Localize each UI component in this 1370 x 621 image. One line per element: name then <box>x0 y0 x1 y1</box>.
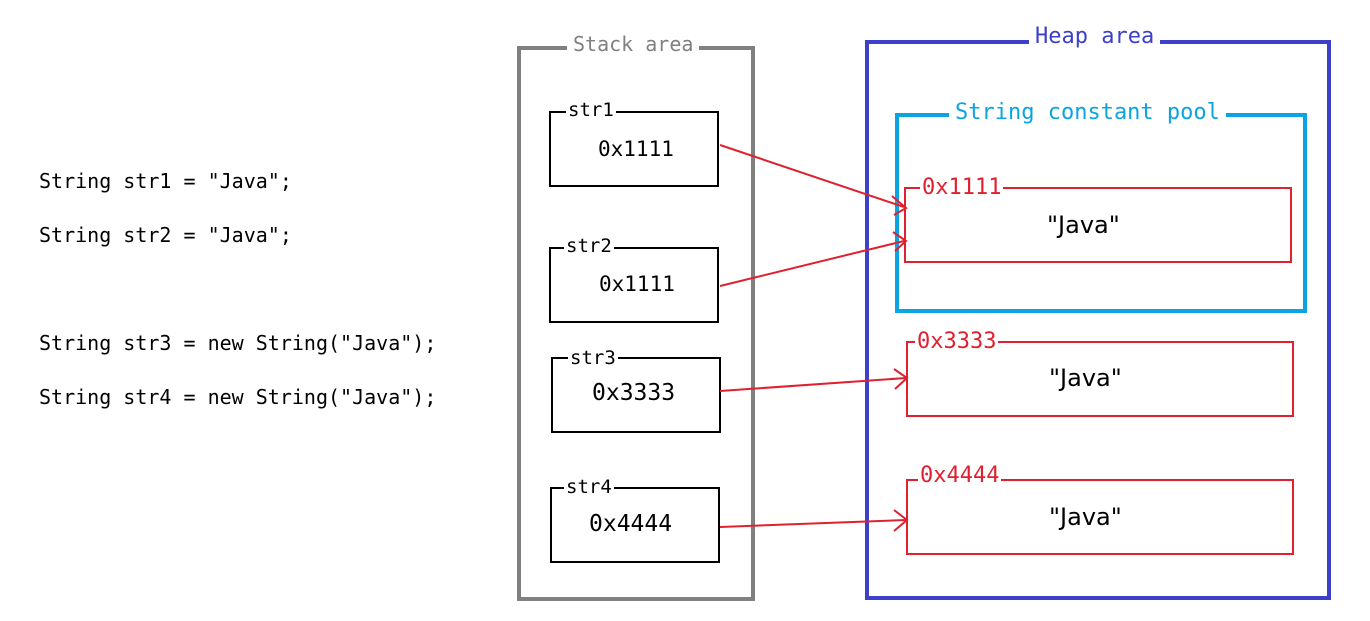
stack-var-str1-value: 0x1111 <box>598 137 674 161</box>
heap-object-0x1111-address: 0x1111 <box>920 175 1004 200</box>
stack-var-str1-label: str1 <box>566 99 616 121</box>
arrow-str2-head <box>892 231 908 252</box>
stack-var-str3-label: str3 <box>568 347 618 369</box>
code-line-str4: String str4 = new String("Java"); <box>39 385 437 409</box>
arrow-str3-head <box>893 368 909 390</box>
heap-area-title: Heap area <box>1029 26 1161 48</box>
arrow-str4-head <box>893 509 909 532</box>
stack-var-str3-box <box>551 357 721 433</box>
code-line-str1: String str1 = "Java"; <box>39 169 292 193</box>
code-line-str2: String str2 = "Java"; <box>39 223 292 247</box>
code-line-str3: String str3 = new String("Java"); <box>39 331 437 355</box>
heap-object-0x3333-value: "Java" <box>1049 364 1122 392</box>
heap-object-0x4444-box <box>906 479 1294 555</box>
stack-var-str4-label: str4 <box>564 476 614 498</box>
arrow-str2-to-0x1111 <box>719 240 905 287</box>
arrow-str1-head <box>891 195 908 216</box>
arrow-str3-to-0x3333 <box>719 377 907 392</box>
heap-object-0x1111-box <box>904 187 1292 263</box>
stack-var-str2-value: 0x1111 <box>599 272 675 296</box>
stack-area-title: Stack area <box>567 34 700 54</box>
stack-var-str4-box <box>550 487 720 563</box>
stack-var-str2-label: str2 <box>564 235 614 257</box>
heap-object-0x3333-address: 0x3333 <box>915 329 999 354</box>
stack-var-str1-box <box>549 111 719 187</box>
stack-var-str4-value: 0x4444 <box>589 511 673 537</box>
heap-object-0x4444-value: "Java" <box>1049 503 1122 531</box>
string-constant-pool-title: String constant pool <box>949 102 1226 124</box>
arrow-str4-to-0x4444 <box>719 519 907 528</box>
heap-object-0x1111-value: "Java" <box>1047 211 1120 239</box>
heap-object-0x4444-address: 0x4444 <box>918 463 1002 488</box>
stack-var-str3-value: 0x3333 <box>592 380 676 406</box>
stack-var-str2-box <box>549 247 719 323</box>
arrow-str1-to-0x1111 <box>719 144 905 208</box>
